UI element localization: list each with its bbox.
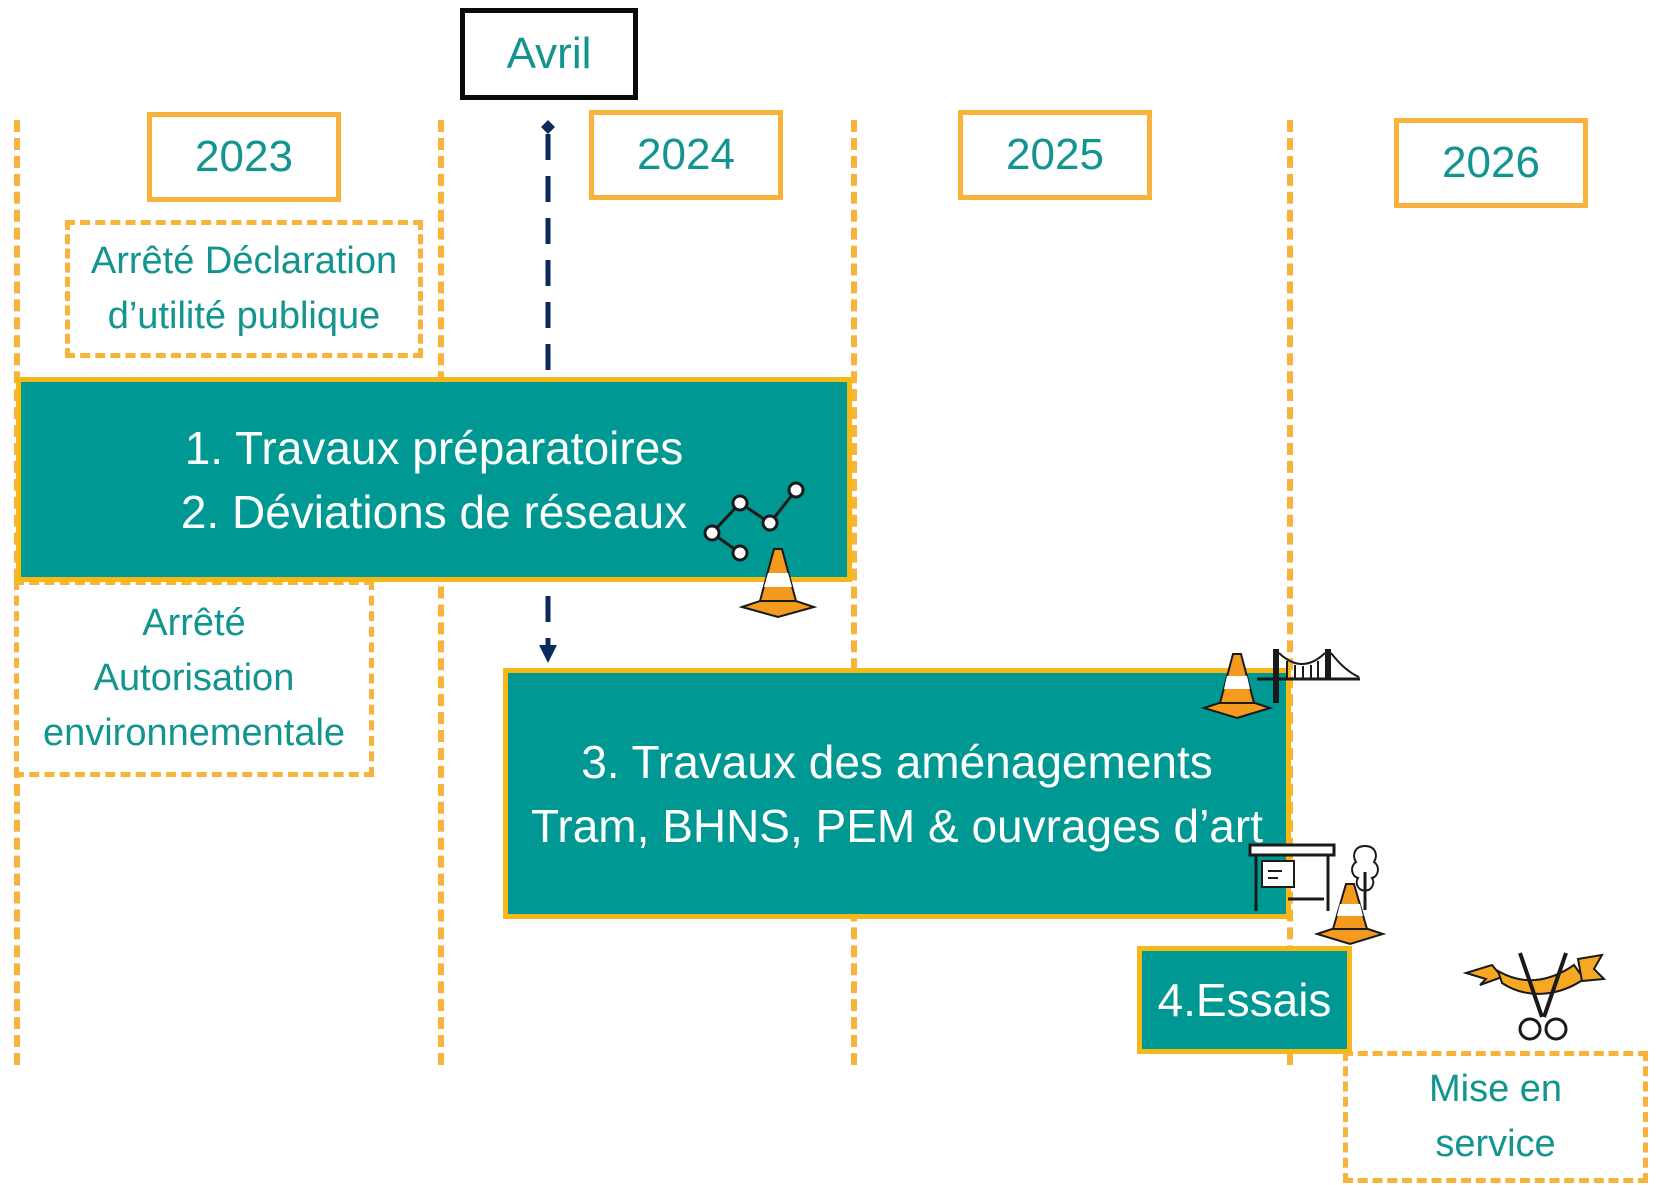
traffic-cone-icon	[738, 548, 818, 619]
bus-shelter-icon	[1248, 843, 1336, 911]
year-label-2024: 2024	[589, 110, 783, 200]
note-line: Arrêté Déclaration	[90, 240, 398, 282]
bridge-icon	[1257, 649, 1360, 703]
tree-icon	[1351, 844, 1379, 910]
year-label-2023: 2023	[147, 112, 341, 202]
phase-line: Tram, BHNS, PEM & ouvrages d’art	[531, 799, 1263, 852]
note-line: Autorisation	[93, 657, 295, 699]
phase-bar-travaux-amenagements: 3. Travaux des aménagements Tram, BHNS, …	[503, 668, 1291, 919]
year-divider-2026-start	[1287, 120, 1293, 1065]
network-nodes-icon	[703, 481, 805, 562]
note-line: d’utilité publique	[107, 295, 381, 337]
phase-bar-travaux-preparatoires: 1. Travaux préparatoires 2. Déviations d…	[16, 377, 852, 582]
phase-line: 2. Déviations de réseaux	[180, 485, 688, 538]
year-label-2026: 2026	[1394, 118, 1588, 208]
month-marker-label: Avril	[460, 8, 638, 100]
note-mise-en-service: Mise en service	[1343, 1051, 1648, 1183]
note-line: Mise en	[1428, 1068, 1563, 1110]
note-line: Arrêté	[142, 602, 246, 644]
note-line: environnementale	[42, 712, 346, 754]
phase-line: 3. Travaux des aménagements	[581, 735, 1213, 788]
year-label-2025: 2025	[958, 110, 1152, 200]
ribbon-scissors-icon	[1462, 952, 1607, 1041]
traffic-cone-icon	[1200, 653, 1274, 720]
note-declaration-utilite-publique: Arrêté Déclaration d’utilité publique	[65, 220, 423, 358]
phase-line: 1. Travaux préparatoires	[184, 421, 684, 474]
year-divider-2025-start	[851, 120, 857, 1065]
traffic-cone-icon	[1313, 883, 1387, 946]
note-autorisation-environnementale: Arrêté Autorisation environnementale	[14, 580, 374, 777]
note-line: service	[1435, 1123, 1556, 1165]
year-divider-2024-start	[438, 120, 444, 1065]
phase-bar-essais: 4.Essais	[1137, 946, 1352, 1054]
